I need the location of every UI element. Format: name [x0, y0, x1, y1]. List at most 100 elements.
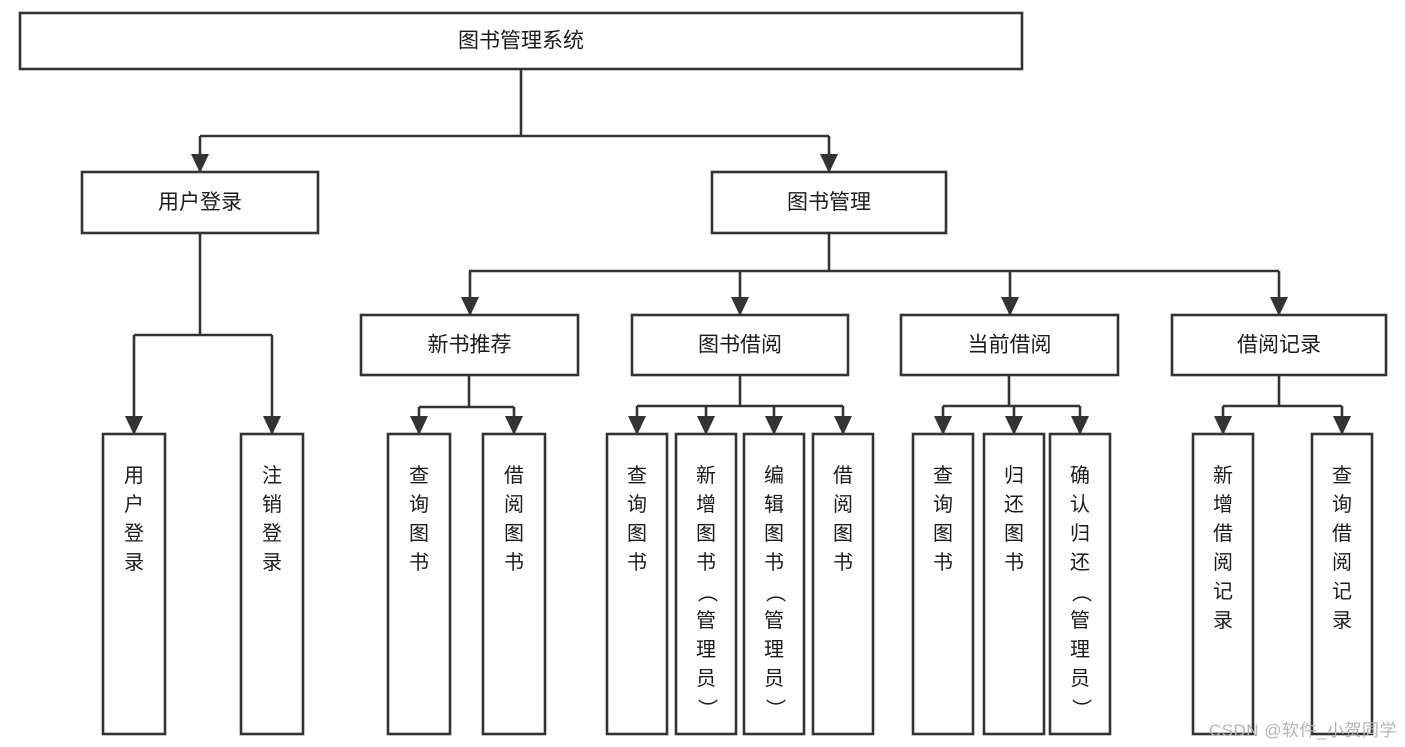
node-label-leaf-book-add-char-0: 新	[696, 464, 716, 487]
e-borrow-lend-arrow-icon	[834, 416, 852, 435]
e-bookmanage-newrec-arrow-icon	[461, 297, 479, 316]
node-label-leaf-rec-query2-char-0: 查	[1332, 464, 1352, 487]
e-root-bookmanage-arrow-icon	[820, 154, 838, 173]
node-label-borrow-record: 借阅记录	[1237, 334, 1321, 357]
node-label-leaf-cur-confirm-char-8: ）	[1070, 699, 1093, 719]
node-label-leaf-cur-query-char-1: 询	[933, 493, 953, 516]
node-box-leaf-book-borrow	[811, 432, 875, 736]
node-label-leaf-rec-add-char-4: 记	[1213, 580, 1233, 603]
node-label-leaf-rec-query2-char-5: 录	[1332, 610, 1352, 632]
connector-e-root-bookmanage	[820, 136, 838, 173]
node-user-login[interactable]: 用户登录	[80, 170, 320, 235]
node-label-leaf-book-edit-char-0: 编	[764, 464, 784, 487]
connector-e-root-userlogin	[191, 136, 209, 173]
node-label-leaf-rec-borrow-char-0: 借	[504, 464, 524, 487]
connector-bus-userlogin	[134, 233, 272, 337]
node-label-leaf-cur-query-char-2: 图	[933, 523, 953, 545]
node-box-leaf-rec-add	[1191, 432, 1255, 736]
connector-e-current-query	[934, 406, 952, 435]
node-box-user-login	[80, 170, 320, 235]
node-box-leaf-borrow-query	[605, 432, 669, 736]
node-label-leaf-borrow-query-char-3: 书	[627, 551, 647, 574]
node-label-leaf-rec-query-char-2: 图	[409, 523, 429, 545]
e-userlogin-leaflogout-arrow-icon	[263, 416, 281, 435]
node-label-leaf-rec-query2-char-1: 询	[1332, 493, 1352, 516]
node-label-leaf-cur-confirm-char-3: 还	[1070, 551, 1090, 574]
node-box-leaf-rec-query2	[1310, 432, 1374, 736]
e-userlogin-leaflogin-arrow-icon	[125, 416, 143, 435]
node-label-leaf-user-logout-char-2: 登	[262, 522, 282, 545]
e-current-query-arrow-icon	[934, 416, 952, 435]
edges-layer	[125, 69, 1351, 435]
connector-e-borrow-edit	[765, 406, 783, 435]
node-box-book-borrow	[630, 313, 850, 377]
e-borrow-edit-arrow-icon	[765, 416, 783, 435]
node-label-leaf-book-edit-char-6: 理	[764, 639, 784, 661]
node-label-leaf-cur-return-char-1: 还	[1004, 493, 1024, 516]
node-label-leaf-rec-query2-char-4: 记	[1332, 580, 1352, 603]
node-label-leaf-cur-return-char-0: 归	[1004, 464, 1024, 487]
node-label-leaf-borrow-query-char-1: 询	[627, 493, 647, 516]
e-bookmanage-current-arrow-icon	[1001, 297, 1019, 316]
e-newrec-borrow-arrow-icon	[505, 416, 523, 435]
connector-e-record-add	[1214, 406, 1232, 435]
node-label-leaf-rec-query2-char-3: 阅	[1332, 551, 1352, 574]
connector-e-current-return	[1005, 406, 1023, 435]
node-label-leaf-cur-confirm-char-5: 管	[1070, 609, 1090, 632]
node-box-leaf-rec-borrow	[481, 432, 547, 736]
node-box-root	[18, 11, 1024, 71]
node-label-root: 图书管理系统	[458, 30, 584, 53]
node-label-leaf-book-add-char-7: 员	[696, 668, 716, 690]
node-label-leaf-rec-add-char-1: 增	[1213, 493, 1233, 516]
node-label-leaf-borrow-query-char-2: 图	[627, 523, 647, 545]
connector-e-bookmanage-borrow	[731, 271, 749, 316]
connector-e-newrec-query	[410, 407, 428, 435]
node-label-leaf-user-logout-char-1: 销	[262, 493, 282, 516]
node-book-manage[interactable]: 图书管理	[710, 170, 948, 235]
connector-e-record-query	[1333, 406, 1351, 435]
node-label-leaf-rec-borrow-char-3: 书	[504, 551, 524, 574]
node-label-leaf-book-add-char-6: 理	[696, 639, 716, 661]
e-record-query-arrow-icon	[1333, 416, 1351, 435]
node-box-leaf-cur-return	[982, 432, 1046, 736]
connector-bus-newrec	[419, 375, 514, 409]
nodes-layer: 图书管理系统用户登录图书管理新书推荐图书借阅当前借阅借阅记录用户登录注销登录查询…	[18, 11, 1388, 736]
node-box-leaf-book-add	[674, 432, 738, 736]
node-label-leaf-book-edit-char-3: 书	[764, 551, 784, 574]
node-label-leaf-book-add-char-1: 增	[696, 493, 716, 516]
node-label-leaf-cur-return-char-2: 图	[1004, 523, 1024, 545]
node-book-borrow[interactable]: 图书借阅	[630, 313, 850, 377]
node-leaf-user-login[interactable]: 用户登录	[101, 432, 167, 736]
connector-e-userlogin-leaflogout	[263, 335, 281, 435]
node-label-leaf-rec-query-char-0: 查	[409, 464, 429, 487]
node-label-leaf-book-add-char-4: （	[696, 583, 719, 603]
node-box-leaf-user-login	[101, 432, 167, 736]
node-borrow-record[interactable]: 借阅记录	[1170, 313, 1388, 377]
node-label-leaf-user-login-char-3: 录	[124, 552, 144, 574]
node-root[interactable]: 图书管理系统	[18, 11, 1024, 71]
connector-e-bookmanage-newrec	[461, 271, 479, 316]
node-current-borrow[interactable]: 当前借阅	[899, 313, 1120, 377]
node-label-current-borrow: 当前借阅	[968, 334, 1052, 357]
node-label-leaf-cur-return-char-3: 书	[1004, 551, 1024, 574]
node-label-leaf-rec-query-char-1: 询	[409, 493, 429, 516]
e-newrec-query-arrow-icon	[410, 416, 428, 435]
node-new-book-rec[interactable]: 新书推荐	[359, 313, 580, 377]
node-label-leaf-cur-query-char-3: 书	[933, 551, 953, 574]
connector-bus-current	[943, 375, 1080, 408]
connector-bus-borrow	[637, 375, 843, 408]
node-label-leaf-rec-borrow-char-2: 图	[504, 523, 524, 545]
e-borrow-query-arrow-icon	[628, 416, 646, 435]
